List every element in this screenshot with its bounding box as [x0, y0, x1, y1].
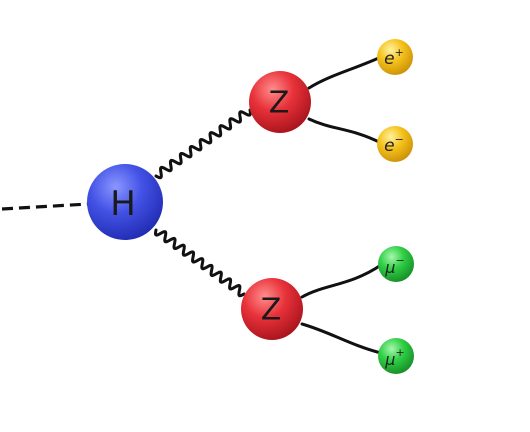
higgs-particle: H: [87, 164, 163, 240]
higgs-label: H: [110, 184, 136, 224]
z-boson-lower: Z: [241, 278, 303, 340]
line-z-lower-to-muon-plus: [300, 322, 383, 355]
wavy-line-h-to-z-lower: [153, 228, 246, 298]
svg-text:e−: e−: [384, 133, 404, 157]
electron-symbol: e: [384, 136, 394, 156]
svg-text:μ+: μ+: [384, 346, 404, 369]
electron-particle: e−: [377, 126, 413, 162]
z-lower-label: Z: [261, 293, 282, 328]
positron-particle: e+: [377, 39, 413, 75]
svg-text:μ−: μ−: [384, 254, 404, 277]
svg-text:e+: e+: [384, 46, 404, 70]
muon-minus-charge: −: [395, 254, 404, 267]
muon-minus-symbol: μ: [384, 258, 395, 277]
positron-charge: +: [395, 46, 404, 59]
electron-charge: −: [395, 133, 404, 146]
muon-plus-particle: μ+: [378, 338, 414, 374]
incoming-dashed-line: [1, 202, 89, 211]
muon-plus-charge: +: [395, 346, 404, 359]
line-z-lower-to-muon-minus: [300, 263, 383, 299]
line-z-upper-to-electron: [307, 117, 383, 145]
positron-symbol: e: [384, 49, 394, 69]
line-z-upper-to-positron: [307, 55, 383, 90]
muon-minus-particle: μ−: [378, 246, 414, 282]
muon-plus-symbol: μ: [384, 350, 395, 369]
z-upper-label: Z: [269, 86, 290, 121]
z-boson-upper: Z: [249, 71, 311, 133]
wavy-line-h-to-z-upper: [154, 108, 252, 180]
